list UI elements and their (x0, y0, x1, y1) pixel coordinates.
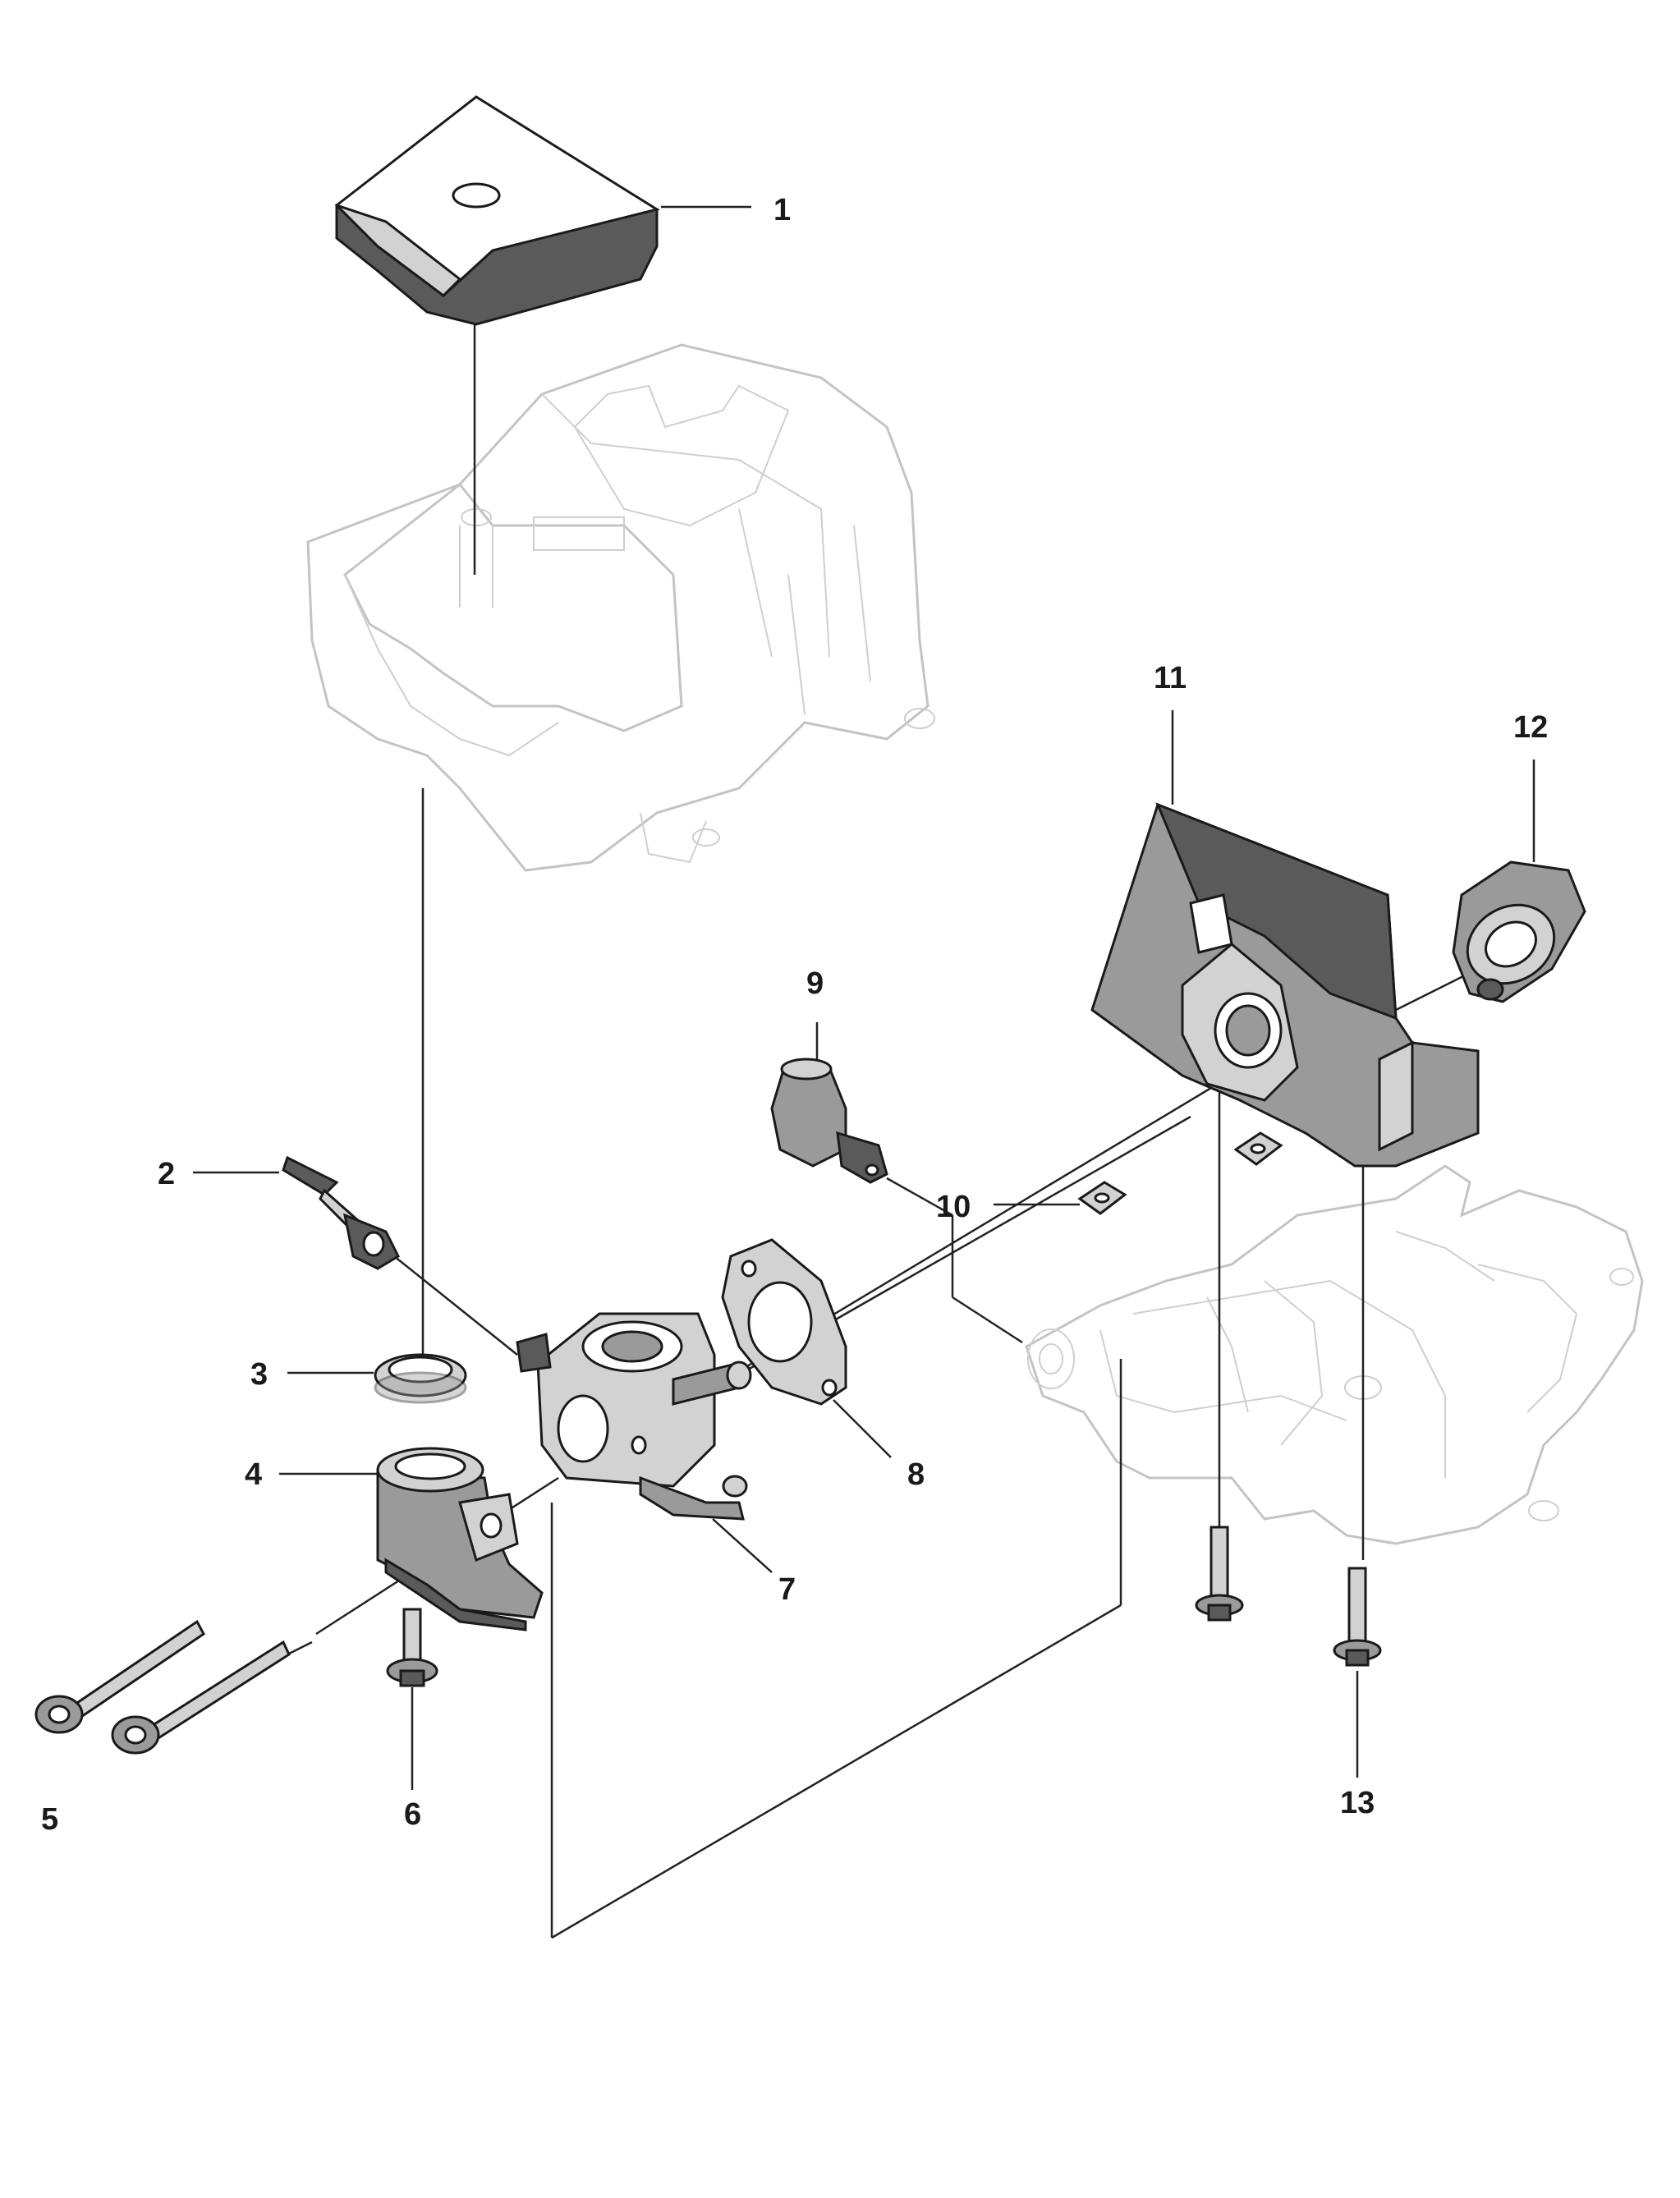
part-1-air-filter (334, 95, 660, 326)
part-8-gasket (721, 1238, 847, 1406)
callout-1: 1 (773, 193, 791, 227)
callout-9: 9 (806, 966, 824, 1001)
ghost-crankcase (1025, 1164, 1644, 1545)
part-7-carburetor (516, 1312, 752, 1521)
part-2-choke-lever (282, 1155, 400, 1270)
callout-8: 8 (907, 1457, 925, 1492)
part-12-intake-boot (1452, 860, 1586, 1003)
part-4-intake-elbow (376, 1447, 544, 1631)
callout-2: 2 (158, 1157, 175, 1191)
callout-12: 12 (1513, 710, 1548, 745)
part-13-bolts (1195, 1526, 1382, 1667)
callout-10: 10 (936, 1190, 971, 1224)
part-11-intake-adapter (1090, 802, 1480, 1168)
callout-6: 6 (404, 1797, 421, 1832)
callout-11: 11 (1154, 661, 1187, 695)
part-6-short-bolt (386, 1608, 438, 1687)
callout-3: 3 (250, 1357, 268, 1392)
leader-lines (193, 205, 1535, 1939)
callout-4: 4 (245, 1457, 262, 1492)
part-3-seal-ring (374, 1353, 467, 1404)
ghost-filter-housing (306, 343, 935, 872)
callout-7: 7 (778, 1572, 796, 1607)
part-5-long-bolts (34, 1619, 291, 1755)
callout-5: 5 (41, 1802, 58, 1837)
part-9-primer-bulb (770, 1058, 888, 1184)
callout-labels: 1 2 3 4 5 6 7 8 9 10 11 12 13 (41, 193, 1548, 1837)
callout-13: 13 (1340, 1786, 1375, 1820)
part-10-square-nuts (1077, 1131, 1283, 1215)
